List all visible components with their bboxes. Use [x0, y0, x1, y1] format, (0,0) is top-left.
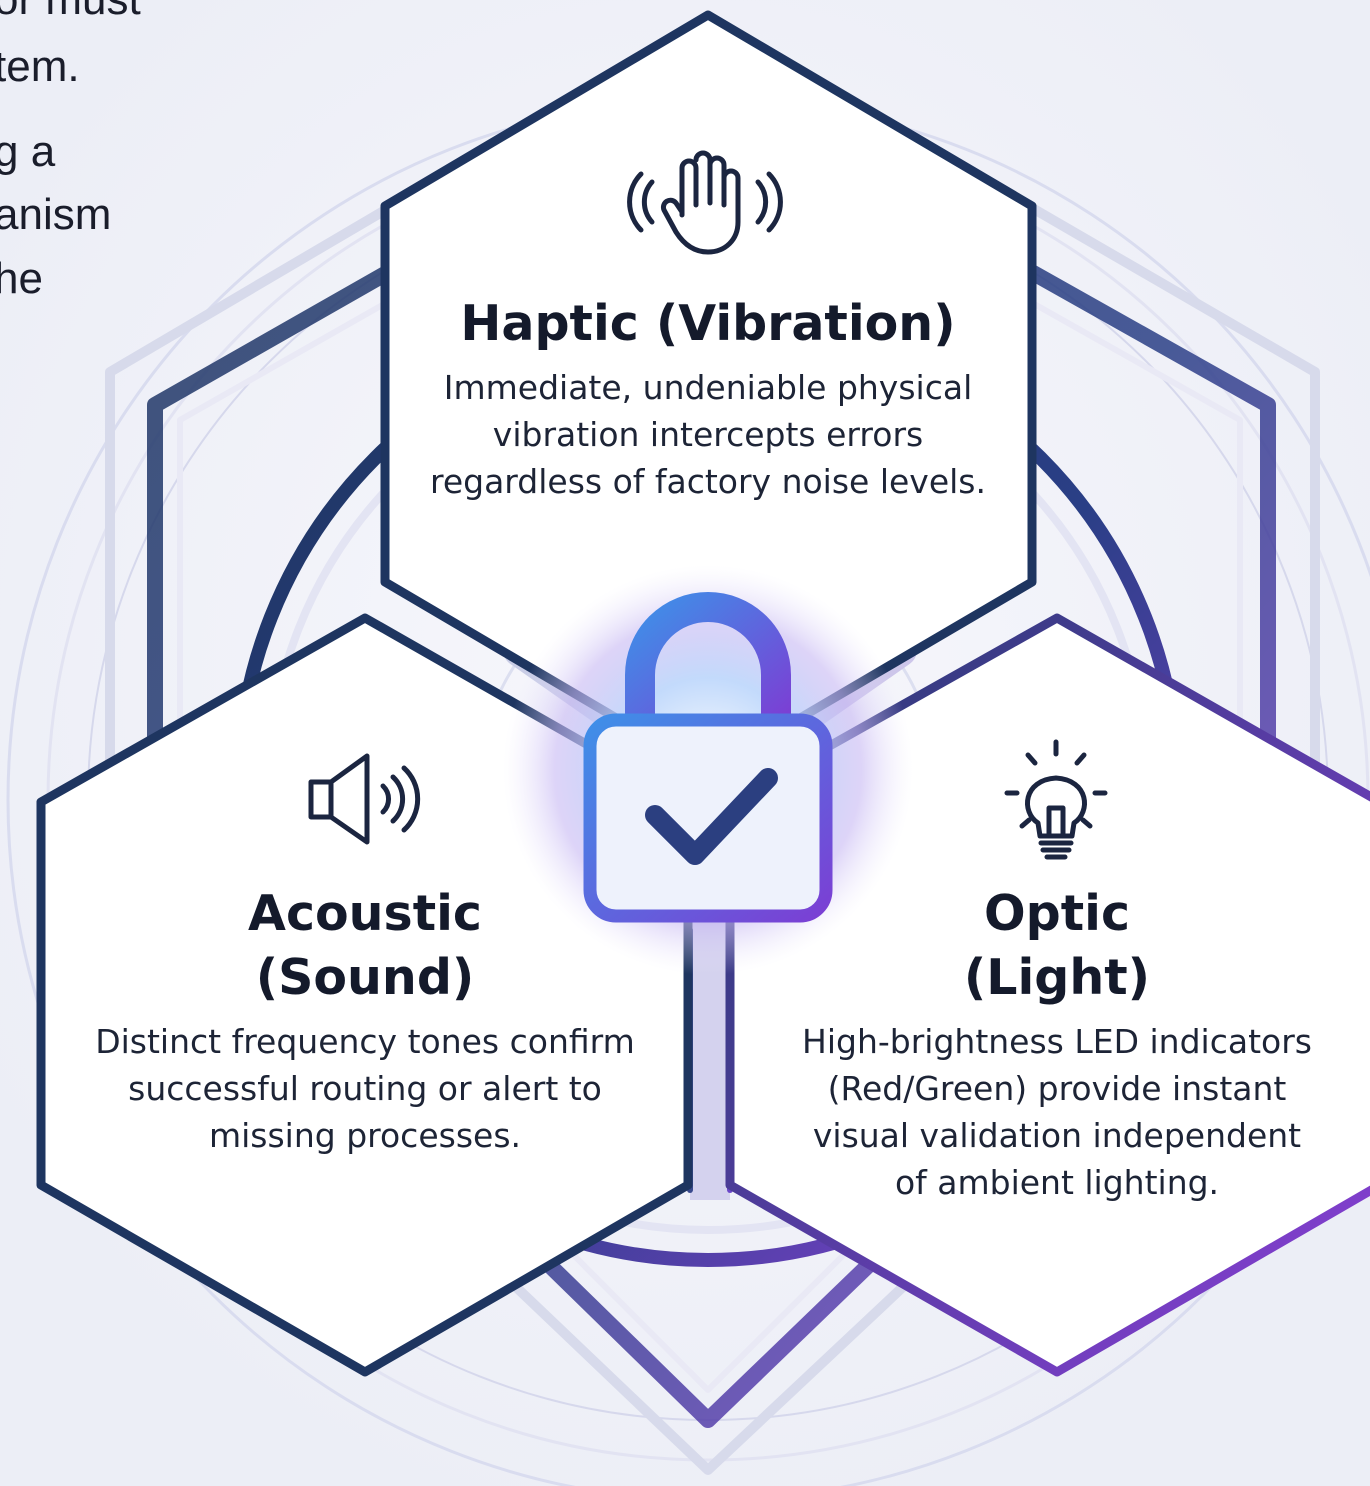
haptic-description: Immediate, undeniable physical vibration…	[429, 368, 986, 501]
haptic-title: Haptic (Vibration)	[460, 295, 956, 352]
intro-text-line-2: tem.	[0, 42, 80, 91]
intro-text-line-5: he	[0, 254, 43, 303]
optic-description: High-brightness LED indicators (Red/Gree…	[802, 1022, 1312, 1202]
light-bulb-icon	[1004, 739, 1108, 860]
optic-title: Optic (Light)	[963, 885, 1151, 1006]
optic-card: Optic (Light) High-brightness LED indica…	[747, 882, 1367, 1206]
acoustic-card: Acoustic (Sound) Distinct frequency tone…	[45, 882, 685, 1159]
intro-text-line-3: g a	[0, 127, 56, 176]
hand-vibration-icon	[627, 150, 783, 255]
acoustic-description: Distinct frequency tones confirm success…	[95, 1022, 635, 1155]
acoustic-title: Acoustic (Sound)	[248, 885, 482, 1006]
haptic-card: Haptic (Vibration) Immediate, undeniable…	[388, 292, 1028, 505]
padlock-check-icon	[583, 592, 833, 923]
intro-text-line-4: anism	[0, 190, 112, 239]
intro-text-line-1: or must	[0, 0, 141, 22]
speaker-sound-icon	[308, 753, 421, 845]
